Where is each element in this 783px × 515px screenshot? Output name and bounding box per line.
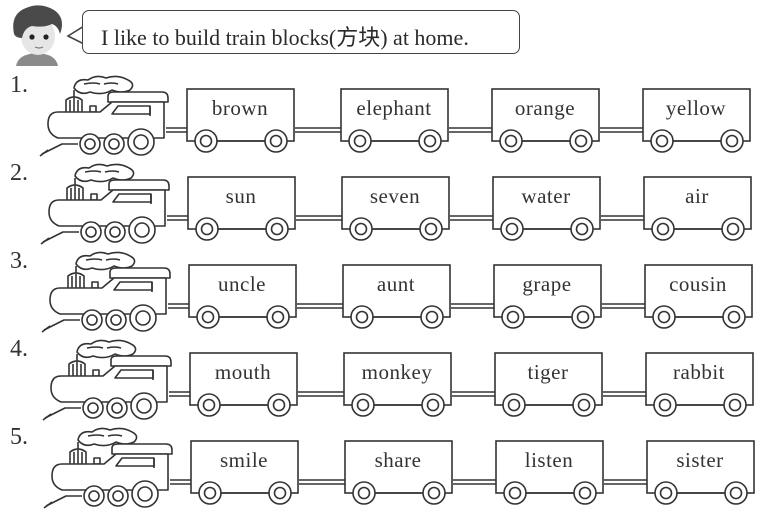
wagon-word: rabbit (673, 360, 725, 384)
wagon-word: listen (524, 448, 574, 472)
coupler-link (602, 296, 645, 309)
wagon-word: air (685, 184, 709, 208)
speech-text: I like to build train blocks(方块) at home… (101, 25, 469, 50)
wagon: seven (341, 176, 453, 242)
coupler-link (166, 120, 187, 133)
wagon: mouth (189, 352, 301, 418)
wagon: water (492, 176, 604, 242)
locomotive-icon (40, 248, 172, 334)
wagon: orange (491, 88, 603, 154)
coupler-link (169, 384, 190, 397)
wagon-word: orange (514, 96, 576, 120)
coupler-link (296, 208, 342, 221)
speech-bubble: I like to build train blocks(方块) at home… (82, 10, 520, 54)
coupler-link (600, 120, 643, 133)
coupler-link (449, 120, 492, 133)
wagon: monkey (343, 352, 455, 418)
locomotive-icon (38, 72, 170, 158)
wagon: brown (186, 88, 298, 154)
coupler-link (170, 472, 191, 485)
coupler-link (297, 296, 343, 309)
train-row: 5. smile share listen (0, 424, 783, 512)
locomotive-icon (42, 424, 174, 510)
wagon: uncle (188, 264, 300, 330)
coupler-link (452, 384, 495, 397)
wagon: sun (187, 176, 299, 242)
speech-bubble-tail (66, 25, 84, 45)
coupler-link (298, 384, 344, 397)
wagon-word: share (374, 448, 422, 472)
wagon-word: mouth (214, 360, 272, 384)
boy-avatar-icon (8, 4, 66, 66)
coupler-link (299, 472, 345, 485)
item-number: 5. (10, 424, 28, 450)
item-number: 1. (10, 72, 28, 98)
wagon: tiger (494, 352, 606, 418)
coupler-link (603, 384, 646, 397)
wagon: listen (495, 440, 607, 506)
wagon: elephant (340, 88, 452, 154)
wagon-word: yellow (665, 96, 727, 120)
wagon-word: brown (211, 96, 269, 120)
coupler-link (451, 296, 494, 309)
wagon-word: tiger (527, 360, 569, 384)
wagon: yellow (642, 88, 754, 154)
wagon: aunt (342, 264, 454, 330)
coupler-link (601, 208, 644, 221)
wagon: rabbit (645, 352, 757, 418)
wagon-word: water (521, 184, 571, 208)
train-row: 3. uncle aunt grape (0, 248, 783, 336)
locomotive-icon (39, 160, 171, 246)
train-row: 1. brown elephant orange (0, 72, 783, 160)
wagon-word: uncle (218, 272, 266, 296)
wagon-word: seven (369, 184, 421, 208)
wagon: air (643, 176, 755, 242)
wagon-word: smile (220, 448, 268, 472)
wagon: smile (190, 440, 302, 506)
train-row: 4. mouth monkey tiger (0, 336, 783, 424)
wagon-word: cousin (669, 272, 727, 296)
coupler-link (168, 296, 189, 309)
train-row: 2. sun seven water (0, 160, 783, 248)
coupler-link (604, 472, 647, 485)
locomotive-icon (41, 336, 173, 422)
wagon: sister (646, 440, 758, 506)
wagon: cousin (644, 264, 756, 330)
wagon-word: sun (225, 184, 257, 208)
coupler-link (450, 208, 493, 221)
coupler-link (295, 120, 341, 133)
wagon-word: elephant (356, 96, 432, 120)
wagon-word: aunt (376, 272, 416, 296)
item-number: 3. (10, 248, 28, 274)
wagon: share (344, 440, 456, 506)
coupler-link (453, 472, 496, 485)
wagon: grape (493, 264, 605, 330)
wagon-word: monkey (361, 360, 433, 384)
wagon-word: grape (522, 272, 572, 296)
coupler-link (167, 208, 188, 221)
item-number: 2. (10, 160, 28, 186)
item-number: 4. (10, 336, 28, 362)
wagon-word: sister (676, 448, 724, 472)
